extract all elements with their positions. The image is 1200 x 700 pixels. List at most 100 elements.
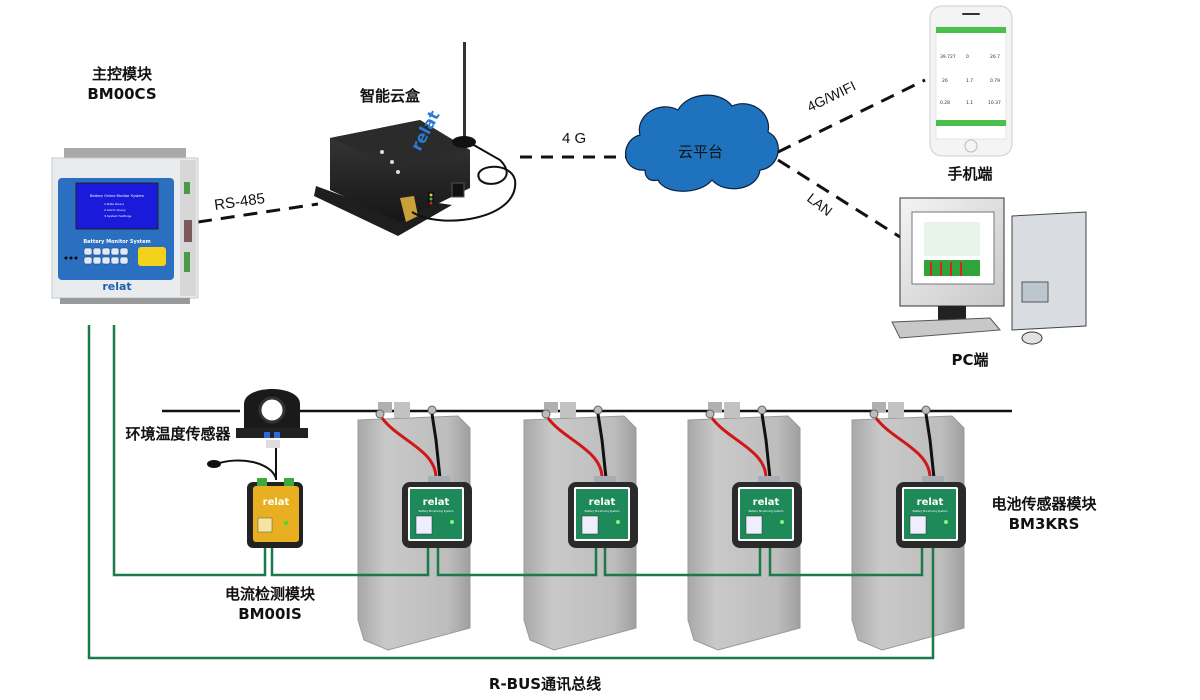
4g-label: 4 G: [562, 130, 586, 147]
rbus-batt1-to-batt2: [436, 548, 598, 577]
positive-terminal: [705, 409, 715, 419]
main-control-label: 主控模块 BM00CS: [72, 64, 172, 104]
main-control-device: Battery Online Monitor System 1.Data Que…: [51, 148, 199, 304]
battery-sensor-subtitle: Battery Monitoring System: [913, 509, 948, 513]
temp-sensor-probe: [215, 459, 277, 479]
rbus-main-to-current: [112, 325, 267, 577]
battery-sensor-label: 电池传感器模块 BM3KRS: [974, 494, 1114, 534]
rbus-label: R-BUS通讯总线: [488, 675, 602, 693]
qr-code: [745, 515, 763, 535]
black-cable: [924, 413, 936, 479]
current-module-title: 电流检测模块: [224, 585, 315, 603]
antenna: [463, 42, 466, 138]
battery-sensor-brand: relat: [423, 497, 450, 508]
negative-terminal: [593, 405, 603, 415]
mobile-val-9: 10.37: [988, 100, 1001, 106]
status-led: [450, 520, 454, 524]
screen-title: Battery Online Monitor System: [90, 194, 145, 198]
mobile-val-3: 26.7: [990, 54, 1000, 60]
current-module-model: BM00IS: [238, 605, 302, 623]
lan-link: [777, 158, 901, 239]
lan-label: LAN: [804, 190, 835, 219]
battery-sensor-subtitle: Battery Monitoring System: [749, 509, 784, 513]
keyboard: [891, 317, 1002, 339]
red-cable: [546, 417, 604, 479]
positive-terminal: [375, 409, 385, 419]
red-cable: [380, 417, 438, 479]
pc-tower: [1011, 211, 1087, 331]
cloud-platform-label: 云平台: [678, 144, 723, 161]
nav-keypad: [138, 247, 166, 266]
battery-sensor-title: 电池传感器模块: [991, 495, 1097, 513]
svg-text:2.Alarm Query: 2.Alarm Query: [104, 208, 126, 212]
cloud-box-device: relat: [314, 42, 517, 236]
svg-text:1.Data Query: 1.Data Query: [104, 202, 124, 206]
status-led: [616, 520, 620, 524]
battery-sensor-subtitle: Battery Monitoring System: [585, 509, 620, 513]
black-cable: [430, 413, 442, 479]
black-cable: [596, 413, 608, 479]
mobile-val-8: 1.1: [966, 100, 973, 106]
positive-terminal: [541, 409, 551, 419]
black-cable: [760, 413, 772, 479]
pc-device: [891, 197, 1087, 345]
4g-wifi-link: [777, 78, 926, 154]
battery-sensor-subtitle: Battery Monitoring System: [419, 509, 454, 513]
positive-terminal: [869, 409, 879, 419]
mobile-val-4: 26: [942, 78, 948, 84]
mouse: [1021, 331, 1043, 345]
cloud-platform: [625, 94, 779, 192]
antenna-connector: [400, 196, 418, 222]
numeric-keypad: [83, 247, 129, 265]
rbus-wiring: [87, 325, 935, 660]
battery-sensor-brand: relat: [589, 497, 616, 508]
rbus-batt2-to-batt3: [603, 548, 762, 577]
temp-sensor-title: 环境温度传感器: [125, 425, 231, 443]
mobile-val-5: 1.7: [966, 78, 973, 84]
rs485-label: RS-485: [213, 190, 266, 214]
rbus-outer-loop: [87, 325, 935, 660]
current-module-brand: relat: [263, 497, 290, 508]
battery-sensor-brand: relat: [917, 497, 944, 508]
battery-sensor-brand: relat: [753, 497, 780, 508]
mobile-val-1: 39.727: [940, 54, 956, 60]
panel-label: Battery Monitor System: [83, 239, 150, 245]
main-control-model: BM00CS: [87, 85, 157, 103]
mobile-val-6: 0.79: [990, 78, 1000, 84]
mobile-val-2: 0: [966, 54, 969, 60]
qr-code: [909, 515, 927, 535]
battery-sensor-model: BM3KRS: [1008, 515, 1080, 533]
main-control-title: 主控模块: [91, 65, 152, 83]
svg-text:3.System Settings: 3.System Settings: [104, 214, 132, 218]
current-module-label: 电流检测模块 BM00IS: [200, 584, 340, 624]
mobile-val-7: 0.28: [940, 100, 950, 106]
red-cable: [710, 417, 768, 479]
pc-title: PC端: [951, 351, 989, 369]
rbus-batt3-to-batt4: [768, 548, 924, 577]
negative-terminal: [757, 405, 767, 415]
negative-terminal: [921, 405, 931, 415]
qr-code: [581, 515, 599, 535]
cloud-box-title: 智能云盒: [359, 87, 420, 105]
mobile-title: 手机端: [947, 165, 993, 183]
rbus-current-to-batt1: [270, 548, 430, 577]
current-module-device: relat: [247, 478, 303, 548]
mobile-device: 39.727 0 26.7 26 1.7 0.79 0.28 1.1 10.37: [929, 5, 1013, 157]
qr-code: [415, 515, 433, 535]
negative-terminal: [427, 405, 437, 415]
red-cable: [874, 417, 932, 479]
main-brand-logo: relat: [102, 280, 131, 293]
4g-wifi-label: 4G/WIFI: [804, 77, 858, 114]
status-led: [944, 520, 948, 524]
rs485-link: [197, 202, 319, 224]
current-sensor-clamp: [236, 389, 308, 448]
status-led: [780, 520, 784, 524]
